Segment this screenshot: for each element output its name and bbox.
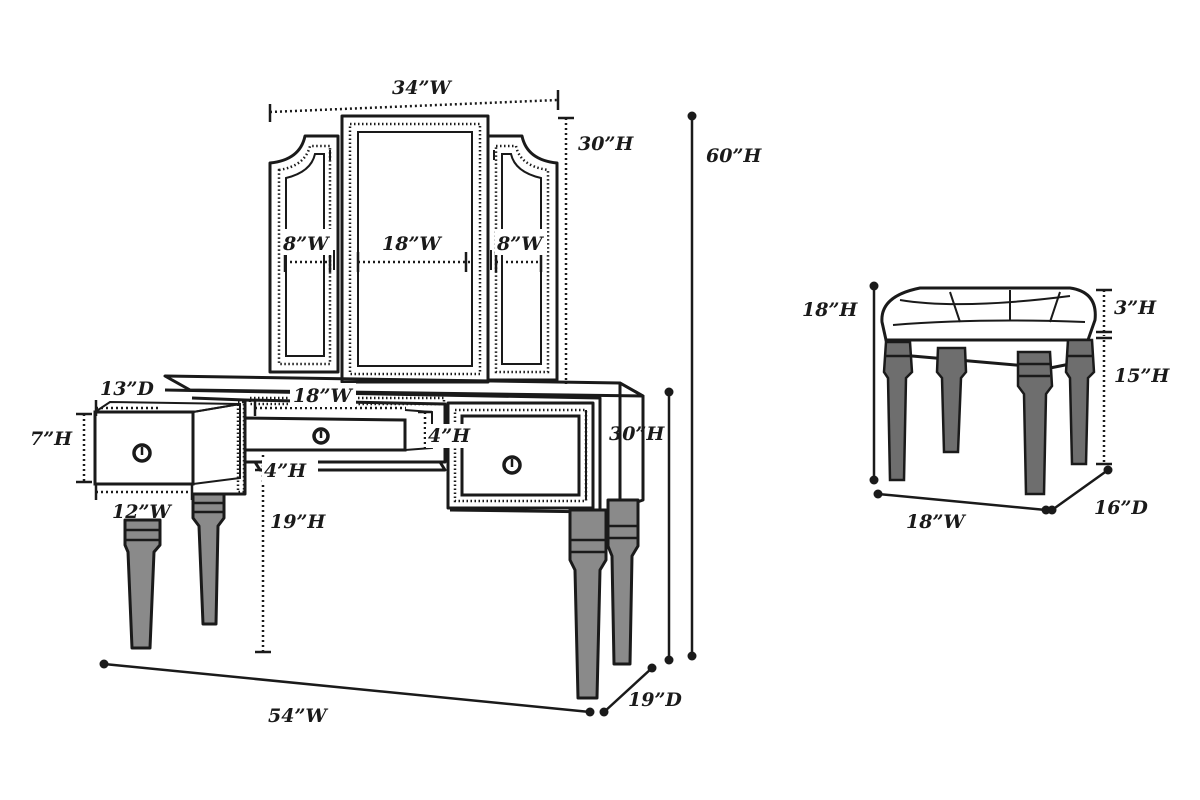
center-drawer-height-label: 4”H [428, 425, 471, 447]
stool-width-label: 18”W [906, 511, 966, 533]
stool-leg-height-label: 15”H [1114, 365, 1170, 387]
vanity-stool [880, 286, 1097, 496]
vanity-legs [123, 492, 640, 700]
center-drawer-width-label: 18”W [293, 385, 353, 407]
mirror-center-panel-label: 18”W [382, 233, 442, 255]
vanity-table [93, 374, 645, 700]
stool-cushion-height-label: 3”H [1114, 297, 1157, 319]
tri-fold-mirror [268, 114, 559, 384]
stool-cushion [880, 286, 1097, 342]
vanity-depth-label: 19”D [628, 689, 682, 711]
total-height-label: 60”H [706, 145, 762, 167]
mirror-center-panel [340, 114, 490, 384]
mirror-width-label: 34”W [392, 77, 452, 99]
mirror-right-panel [486, 134, 559, 382]
stool-depth-label: 16”D [1094, 497, 1148, 519]
mirror-height-label: 30”H [578, 133, 634, 155]
dimension-lines [76, 90, 1113, 717]
stool-height-label: 18”H [802, 299, 858, 321]
mirror-left-panel [268, 134, 340, 374]
mirror-left-panel-label: 8”W [282, 233, 330, 255]
shelf-height-label: 4”H [264, 460, 307, 482]
dimension-labels: 34”W 30”H 8”W 18”W 8”W 60”H 30”H 54”W 19… [30, 77, 1170, 727]
drawer-depth-label: 13”D [100, 378, 154, 400]
right-drawer [446, 401, 595, 510]
drawer-width-label: 12”W [112, 501, 172, 523]
mirror-right-panel-label: 8”W [496, 233, 544, 255]
vanity-width-label: 54”W [268, 705, 328, 727]
table-height-label: 30”H [609, 423, 665, 445]
knee-height-label: 19”H [270, 511, 326, 533]
drawer-height-label: 7”H [30, 428, 73, 450]
